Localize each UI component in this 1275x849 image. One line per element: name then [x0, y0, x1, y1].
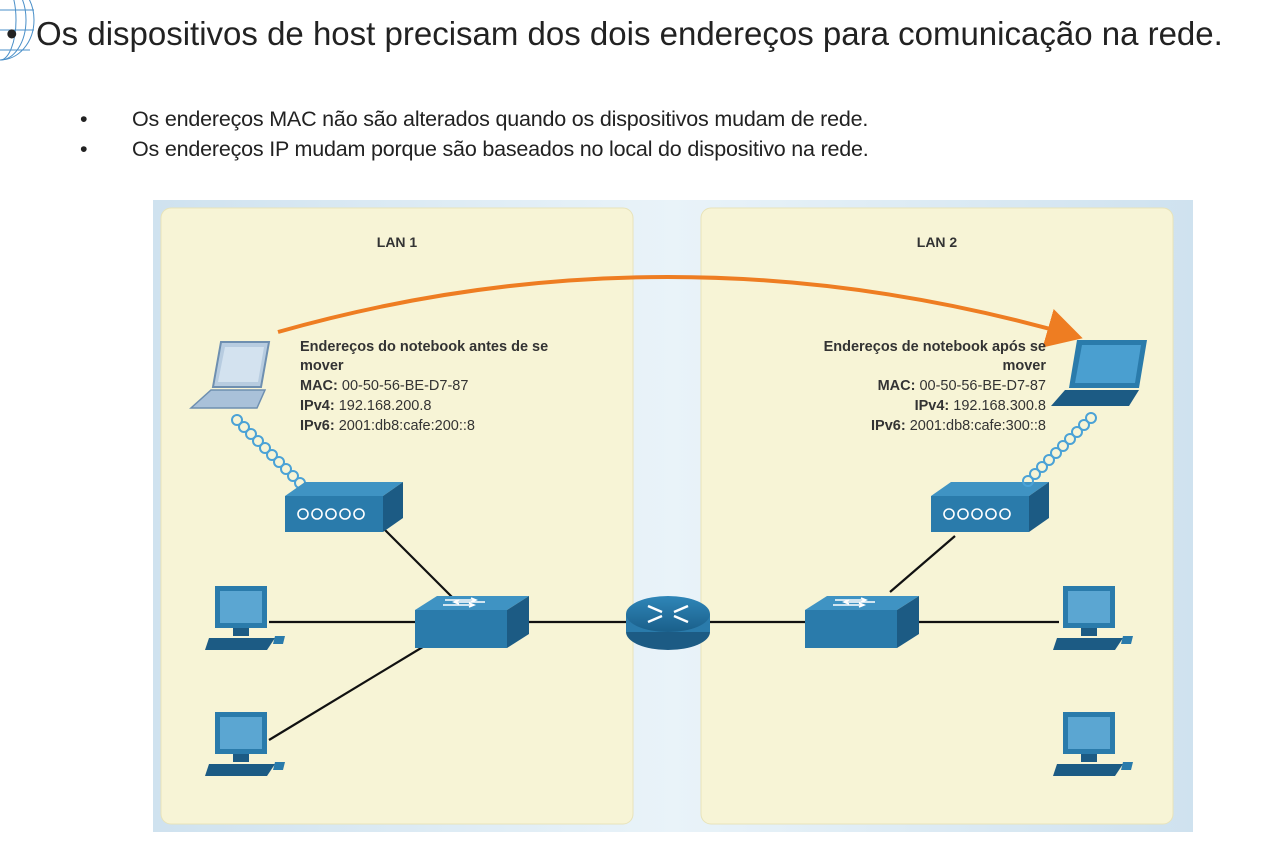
access-point-icon: [931, 482, 1049, 532]
lan1-mac-value: 00-50-56-BE-D7-87: [342, 378, 469, 394]
sub-bullet-text: Os endereços IP mudam porque são baseado…: [132, 137, 869, 161]
desktop-pc-icon: [205, 586, 285, 650]
lan2-ipv4-label: IPv4:: [915, 398, 950, 414]
network-diagram: LAN 1 LAN 2 Endereços do notebook antes …: [153, 200, 1193, 832]
lan2-title: LAN 2: [917, 234, 958, 250]
lan1-ipv6-label: IPv6:: [300, 418, 335, 434]
move-arrow: [277, 274, 1083, 348]
svg-text:MAC: 00-50-56-BE-D7-87: MAC: 00-50-56-BE-D7-87: [878, 378, 1046, 394]
main-bullet-text: Os dispositivos de host precisam dos doi…: [36, 15, 1223, 52]
sub-bullet-list: • Os endereços MAC não são alterados quan…: [80, 104, 869, 164]
lan2-address-block: Endereços de notebook após se mover MAC:…: [824, 339, 1047, 434]
lan2-mac-value: 00-50-56-BE-D7-87: [919, 378, 1046, 394]
lan1-mac-label: MAC:: [300, 378, 338, 394]
router-icon: [626, 596, 710, 650]
lan1-ipv6-value: 2001:db8:cafe:200::8: [339, 418, 475, 434]
sub-bullet: • Os endereços MAC não são alterados quan…: [80, 104, 869, 134]
svg-text:IPv6: 2001:db8:cafe:300::8: IPv6: 2001:db8:cafe:300::8: [871, 418, 1046, 434]
globe-decoration-icon: [0, 0, 35, 61]
bullet-icon: •: [80, 107, 88, 131]
sub-bullet-text: Os endereços MAC não são alterados quand…: [132, 107, 869, 131]
lan2-caption-line1: Endereços de notebook após se: [824, 339, 1046, 355]
access-point-icon: [285, 482, 403, 532]
network-links: [268, 529, 1059, 741]
lan1-title: LAN 1: [377, 234, 418, 250]
switch-icon: [415, 596, 529, 648]
wireless-link-icon: [231, 414, 306, 489]
lan1-caption-line2: mover: [300, 358, 344, 374]
lan2-ipv6-label: IPv6:: [871, 418, 906, 434]
wireless-link-icon: [1022, 412, 1097, 487]
lan1-ipv4-label: IPv4:: [300, 398, 335, 414]
laptop-icon: [1051, 340, 1147, 406]
bullet-icon: •: [80, 137, 88, 161]
desktop-pc-icon: [205, 712, 285, 776]
bullet-icon: •: [6, 15, 18, 52]
svg-text:MAC: 00-50-56-BE-D7-87: MAC: 00-50-56-BE-D7-87: [300, 378, 468, 394]
svg-text:IPv4: 192.168.200.8: IPv4: 192.168.200.8: [300, 398, 431, 414]
switch-icon: [805, 596, 919, 648]
svg-text:IPv4: 192.168.300.8: IPv4: 192.168.300.8: [915, 398, 1046, 414]
lan1-ipv4-value: 192.168.200.8: [339, 398, 432, 414]
lan2-caption-line2: mover: [1002, 358, 1046, 374]
lan1-caption-line1: Endereços do notebook antes de se: [300, 339, 548, 355]
sub-bullet: • Os endereços IP mudam porque são basead…: [80, 134, 869, 164]
desktop-pc-icon: [1053, 712, 1133, 776]
lan1-address-block: Endereços do notebook antes de se mover …: [300, 339, 548, 434]
svg-text:IPv6: 2001:db8:cafe:200::8: IPv6: 2001:db8:cafe:200::8: [300, 418, 475, 434]
laptop-icon: [189, 341, 271, 409]
lan2-ipv6-value: 2001:db8:cafe:300::8: [910, 418, 1046, 434]
desktop-pc-icon: [1053, 586, 1133, 650]
lan2-mac-label: MAC:: [878, 378, 916, 394]
lan2-ipv4-value: 192.168.300.8: [953, 398, 1046, 414]
